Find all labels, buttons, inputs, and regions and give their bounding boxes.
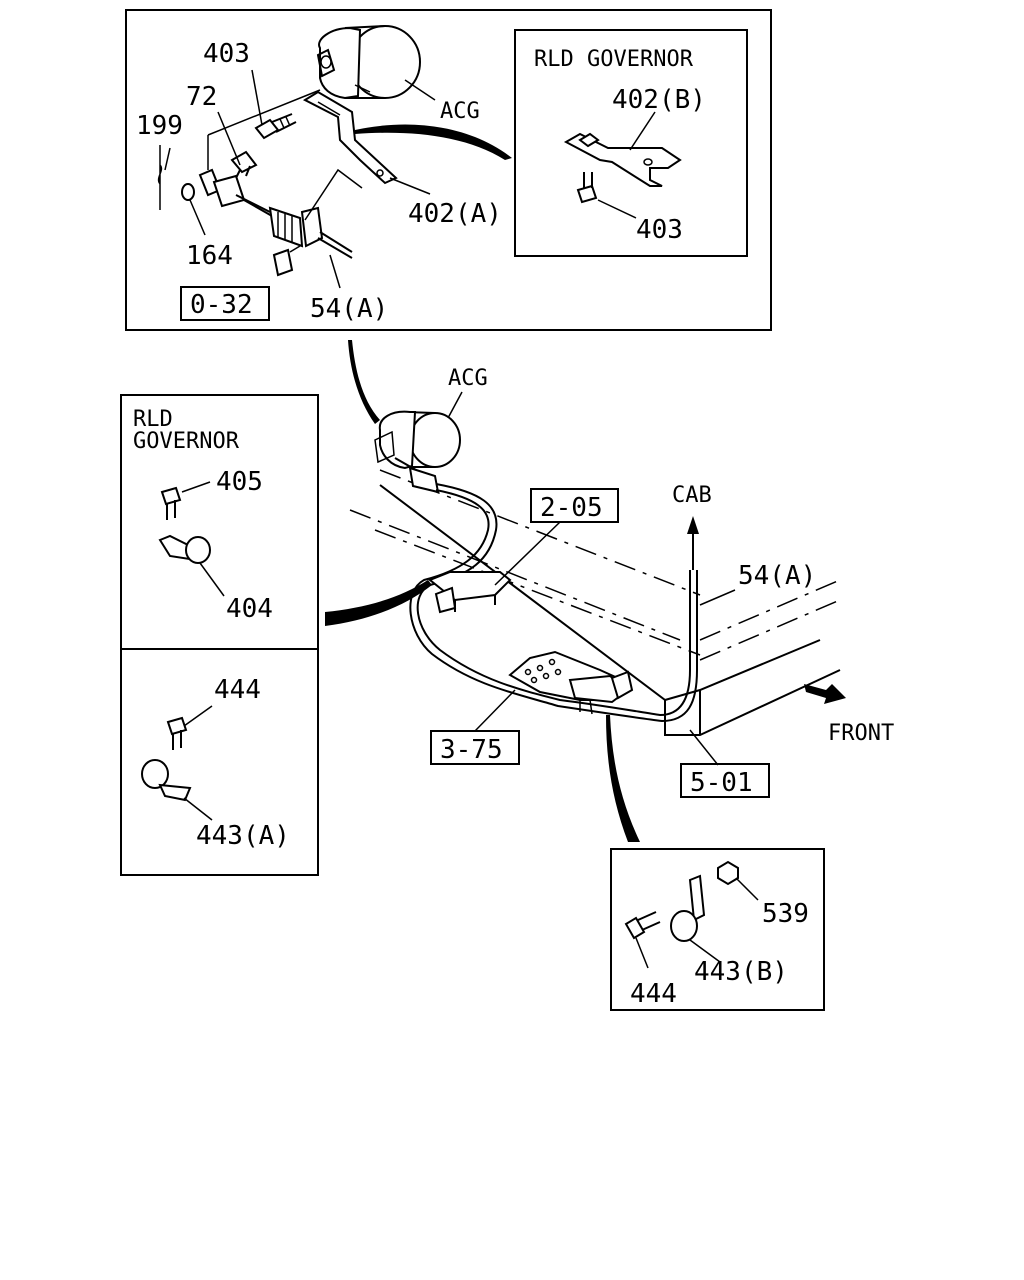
leader-3-75 bbox=[474, 689, 516, 732]
bracket-402b-drawing bbox=[563, 132, 682, 187]
label-405: 405 bbox=[216, 467, 263, 497]
label-443a: 443(A) bbox=[196, 821, 290, 851]
cab-arrow-head bbox=[687, 516, 699, 534]
ref-box-2-05 bbox=[530, 488, 619, 523]
callout-arc-left-to-clamp bbox=[325, 580, 432, 626]
label-54a-top: 54(A) bbox=[310, 294, 388, 324]
bolt-444-right-drawing bbox=[624, 916, 646, 940]
label-403-inset: 403 bbox=[636, 215, 683, 245]
leader-404 bbox=[199, 562, 225, 597]
label-acg-main: ACG bbox=[448, 366, 488, 391]
callout-arc-bracket-to-panel bbox=[606, 715, 640, 842]
label-ref-2-05: 2-05 bbox=[540, 493, 603, 523]
label-54a-main: 54(A) bbox=[738, 561, 816, 591]
main-chassis-view: ACG 2-05 3-75 CAB 54(A) FRONT bbox=[349, 366, 894, 798]
control-cable bbox=[416, 483, 691, 717]
leader-443a bbox=[183, 797, 213, 821]
label-164: 164 bbox=[186, 241, 233, 271]
left-panel: RLD GOVERNOR 405 404 444 443(A) bbox=[120, 394, 319, 876]
label-444-right: 444 bbox=[630, 979, 677, 1009]
leader-402b bbox=[629, 111, 656, 151]
left-panel-title-line1: RLD bbox=[133, 407, 173, 432]
leader-164 bbox=[189, 199, 206, 236]
label-cab: CAB bbox=[672, 483, 712, 508]
label-ref-5-01: 5-01 bbox=[690, 768, 753, 798]
part-199-drawing bbox=[157, 145, 163, 210]
clamp-443b-drawing bbox=[688, 874, 706, 922]
leader-2-05 bbox=[494, 521, 561, 586]
leader-199 bbox=[164, 147, 171, 171]
leader-acg-top bbox=[404, 79, 436, 101]
label-404: 404 bbox=[226, 594, 273, 624]
label-403: 403 bbox=[203, 39, 250, 69]
label-199: 199 bbox=[136, 111, 183, 141]
inset-frame bbox=[514, 29, 748, 257]
leader-444-left bbox=[183, 705, 213, 727]
frame-rail-outline bbox=[379, 484, 841, 736]
leader-444-right bbox=[635, 937, 649, 969]
bolt-403-drawing bbox=[254, 113, 297, 140]
callout-arc-top-to-main bbox=[348, 340, 380, 424]
front-arrow bbox=[804, 684, 846, 704]
left-panel-frame bbox=[120, 394, 319, 876]
leader-54a-main bbox=[699, 589, 736, 606]
leader-acg-main bbox=[447, 391, 463, 419]
leader-539 bbox=[735, 877, 759, 901]
leader-405 bbox=[181, 481, 211, 493]
label-402b: 402(B) bbox=[612, 85, 706, 115]
label-front: FRONT bbox=[828, 721, 894, 746]
bracket-402a-drawing bbox=[302, 90, 398, 185]
label-443b: 443(B) bbox=[694, 957, 788, 987]
label-402a: 402(A) bbox=[408, 199, 502, 229]
label-444-left: 444 bbox=[214, 675, 261, 705]
inset-title: RLD GOVERNOR bbox=[534, 47, 694, 72]
leader-403-inset bbox=[597, 199, 637, 219]
cable-end-drawing bbox=[198, 168, 353, 277]
nut-drawing bbox=[578, 132, 600, 148]
leader-72 bbox=[217, 111, 241, 166]
label-72: 72 bbox=[186, 82, 217, 112]
leader-443b bbox=[689, 939, 721, 963]
leader-402a bbox=[389, 177, 431, 195]
label-539: 539 bbox=[762, 899, 809, 929]
label-ref-0-32: 0-32 bbox=[190, 290, 253, 320]
callout-arc-inset bbox=[355, 124, 512, 160]
nut-539-drawing bbox=[717, 860, 739, 886]
top-panel: 403 72 199 164 ACG 402(A) 54(A) 0-32 RLD… bbox=[125, 9, 772, 331]
label-ref-3-75: 3-75 bbox=[440, 735, 503, 765]
bolt-444-left-drawing bbox=[166, 716, 188, 736]
inset-rld-governor: RLD GOVERNOR 402(B) 403 bbox=[514, 29, 748, 257]
leader-bracket-link-2 bbox=[304, 168, 363, 221]
acg-alternator-drawing bbox=[316, 25, 421, 100]
label-acg-top: ACG bbox=[440, 99, 480, 124]
clamp-443a-drawing bbox=[141, 759, 169, 789]
bottom-right-panel: 539 443(B) 444 bbox=[610, 848, 825, 1011]
frame-rail-line-1 bbox=[349, 509, 681, 641]
bolt-405-drawing bbox=[160, 486, 182, 506]
leader-54a-top bbox=[329, 254, 341, 289]
bottom-right-panel-frame bbox=[610, 848, 825, 1011]
leader-403 bbox=[251, 69, 263, 126]
washer-164-drawing bbox=[181, 183, 195, 201]
leader-bracket-link bbox=[207, 89, 321, 170]
bolt-403-inset-drawing bbox=[576, 184, 598, 204]
leader-5-01 bbox=[689, 729, 719, 766]
ref-box-5-01 bbox=[680, 763, 770, 798]
acg-main-drawing bbox=[374, 410, 461, 494]
top-panel-frame bbox=[125, 9, 772, 331]
left-panel-title-line2: GOVERNOR bbox=[133, 429, 240, 454]
ref-box-0-32 bbox=[180, 286, 270, 321]
